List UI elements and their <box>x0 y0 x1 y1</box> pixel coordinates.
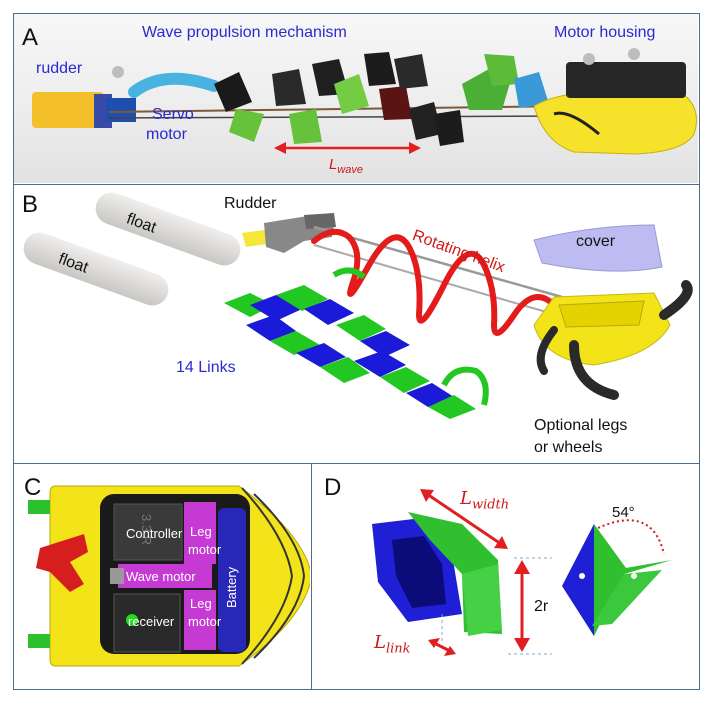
wave-motor-label: Wave motor <box>126 569 196 584</box>
panel-a: A Wave propulsion mechanism Motor housin… <box>13 13 700 185</box>
wave-mechanism-label: Wave propulsion mechanism <box>142 24 347 41</box>
l-link-base: L <box>374 632 386 653</box>
links-label: 14 Links <box>176 359 236 376</box>
l-wave-base: L <box>329 156 338 173</box>
rudder-b-label: Rudder <box>224 195 277 212</box>
receiver-led <box>126 614 138 626</box>
l-width-label: Lwidth <box>460 488 509 513</box>
leg-motor-1-line1: Leg <box>190 524 212 539</box>
l-link-label: Llink <box>374 632 411 657</box>
panel-d-letter: D <box>324 474 342 501</box>
servo-label-line2: motor <box>146 126 187 143</box>
panel-b-render <box>23 192 693 419</box>
motor-housing-label: Motor housing <box>554 24 656 41</box>
cover-label: cover <box>576 233 616 250</box>
cover <box>533 224 663 272</box>
float-2 <box>23 232 169 306</box>
leg-motor-1-line2: motor <box>188 542 222 557</box>
panel-c: C 3.3 R Controller Leg motor Wave motor … <box>13 463 312 690</box>
wave-links <box>214 52 549 146</box>
rudder-label: rudder <box>36 60 83 77</box>
legs-label-line2: or wheels <box>534 439 603 456</box>
leg-motor-2-line1: Leg <box>190 596 212 611</box>
panel-c-render <box>28 485 310 667</box>
two-r-label: 2r <box>534 598 549 615</box>
leg-motor-2-line2: motor <box>188 614 222 629</box>
legs-label-line1: Optional legs <box>534 417 628 434</box>
link-stack <box>224 267 489 419</box>
panel-d-render <box>372 489 672 656</box>
rudder-block <box>32 92 104 128</box>
float-1 <box>95 192 241 266</box>
panel-a-letter: A <box>22 24 39 51</box>
controller-label: Controller <box>126 526 183 541</box>
battery <box>218 508 246 652</box>
receiver-label: receiver <box>128 614 175 629</box>
l-width-base: L <box>460 488 472 509</box>
l-width-sub: width <box>471 497 510 513</box>
l-link-sub: link <box>385 641 411 657</box>
servo-label-line1: Servo <box>152 106 194 123</box>
l-wave-sub: wave <box>337 164 364 176</box>
panel-a-photo <box>14 14 698 183</box>
battery-label: Battery <box>224 566 239 608</box>
panel-c-letter: C <box>24 474 42 501</box>
panel-d: D Lwidth 2r Llink 54° <box>311 463 700 690</box>
angle-label: 54° <box>612 504 635 521</box>
panel-b-letter: B <box>22 191 39 218</box>
l-wave-label: Lwave <box>329 156 363 176</box>
panel-b: B float float Rudder Rotating helix cove… <box>13 184 700 464</box>
